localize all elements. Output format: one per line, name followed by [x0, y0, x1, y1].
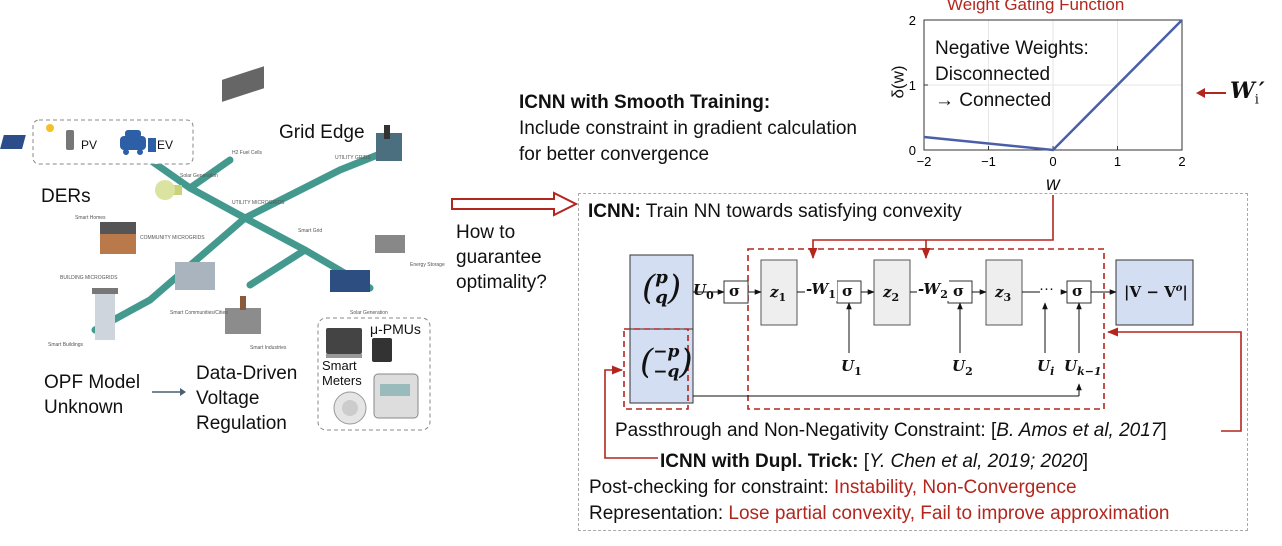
pv-label: PV	[81, 138, 98, 152]
map-label-community: COMMUNITY MICROGRIDS	[140, 235, 205, 241]
u2-label: U2	[952, 357, 973, 378]
chart-ytick-label: 2	[909, 13, 916, 28]
map-label-smart-industries: Smart Industries	[250, 345, 287, 351]
smart-meter-icon	[333, 373, 419, 425]
dupl-region	[623, 328, 689, 410]
weight-gating-chart: −2 −1 0 1 2 0 1 2	[909, 13, 1186, 169]
pmu-icon	[326, 328, 392, 362]
ui-label: Ui	[1037, 357, 1055, 378]
weight-symbol: Wi′	[1230, 78, 1265, 108]
input-neg-pq-label: (−p−q)	[640, 342, 693, 382]
sigma-label-3: σ	[1072, 282, 1084, 300]
map-label-utility-microgrids: UTILITY MICROGRIDS	[232, 200, 285, 206]
z3-label: z3	[995, 283, 1012, 304]
hollow-arrow-icon	[451, 191, 579, 217]
smooth-training-text: ICNN with Smooth Training: Include const…	[519, 92, 857, 165]
map-label-smart-buildings: Smart Buildings	[48, 342, 84, 348]
dupl-text: ICNN with Dupl. Trick: [Y. Chen et al, 2…	[660, 451, 1089, 472]
chart-title: Weight Gating Function	[947, 0, 1125, 14]
chart-ylabel: δ(w)	[888, 65, 908, 99]
chart-xtick-label: 2	[1178, 154, 1185, 169]
z2-label: z2	[883, 283, 900, 304]
smooth-training-title: ICNN with Smooth Training:	[519, 92, 771, 113]
pmu-label: μ-PMUs	[370, 321, 421, 337]
icnn-diagram	[604, 195, 1242, 459]
map-label-communities: Smart Communities/Cities	[170, 310, 228, 316]
sigma-label-1: σ	[842, 282, 854, 300]
pv-icon	[0, 124, 74, 150]
chart-xtick-label: 1	[1114, 154, 1121, 169]
sigma-label-0: σ	[729, 282, 741, 300]
chart-xlabel: w	[1046, 174, 1060, 195]
map-label-smart-grid: Smart Grid	[298, 228, 323, 234]
z1-label: z1	[770, 283, 787, 304]
ev-label: EV	[157, 138, 174, 152]
map-label-utility-grids: UTILITY GRIDS	[335, 155, 371, 161]
uk-label: Uk−1	[1064, 357, 1102, 378]
ev-icon	[120, 130, 156, 155]
grid-buildings	[92, 66, 405, 340]
chart-xtick-label: −2	[917, 154, 932, 169]
chart-series-line	[923, 19, 1183, 152]
icnn-panel	[578, 193, 1248, 531]
chart-ytick-label: 0	[909, 143, 916, 158]
passthrough-region	[747, 248, 1105, 410]
grid-edge-label: Grid Edge	[279, 122, 365, 143]
chart-ytick-label: 1	[909, 78, 916, 93]
grid-roads	[91, 146, 394, 334]
icnn-title: ICNN: Train NN towards satisfying convex…	[588, 201, 962, 222]
map-label-solar-bottom: Solar Generation	[350, 310, 388, 316]
map-label-h2: H2 Fuel Cells	[232, 150, 263, 156]
w2-label: -W2	[917, 280, 949, 301]
u0-label: U0	[693, 281, 714, 302]
sigma-label-2: σ	[953, 282, 965, 300]
grid-illustration	[0, 66, 431, 431]
post-checking-text: Post-checking for constraint: Instabilit…	[589, 477, 1077, 498]
output-label: |V − Vo|	[1124, 283, 1188, 301]
w1-label: -W1	[805, 280, 837, 301]
map-label-energy-storage: Energy Storage	[410, 262, 445, 268]
chart-annotation: Negative Weights: Disconnected → Connect…	[935, 38, 1089, 111]
ellipsis-label: ···	[1039, 280, 1054, 297]
ders-label: DERs	[41, 186, 91, 207]
representation-text: Representation: Lose partial convexity, …	[589, 503, 1170, 524]
map-label-building: BUILDING MICROGRIDS	[60, 275, 118, 281]
map-label-smart-homes: Smart Homes	[75, 215, 106, 221]
passthrough-text: Passthrough and Non-Negativity Constrain…	[615, 420, 1167, 441]
chart-xtick-label: −1	[981, 154, 996, 169]
output-block	[1115, 259, 1194, 326]
z2-node	[873, 259, 911, 326]
u1-label: U1	[841, 357, 862, 378]
chart-xtick-label: 0	[1049, 154, 1056, 169]
map-label-solar-top: Solar Generation	[180, 173, 218, 179]
weight-arrow-icon	[1196, 88, 1226, 98]
